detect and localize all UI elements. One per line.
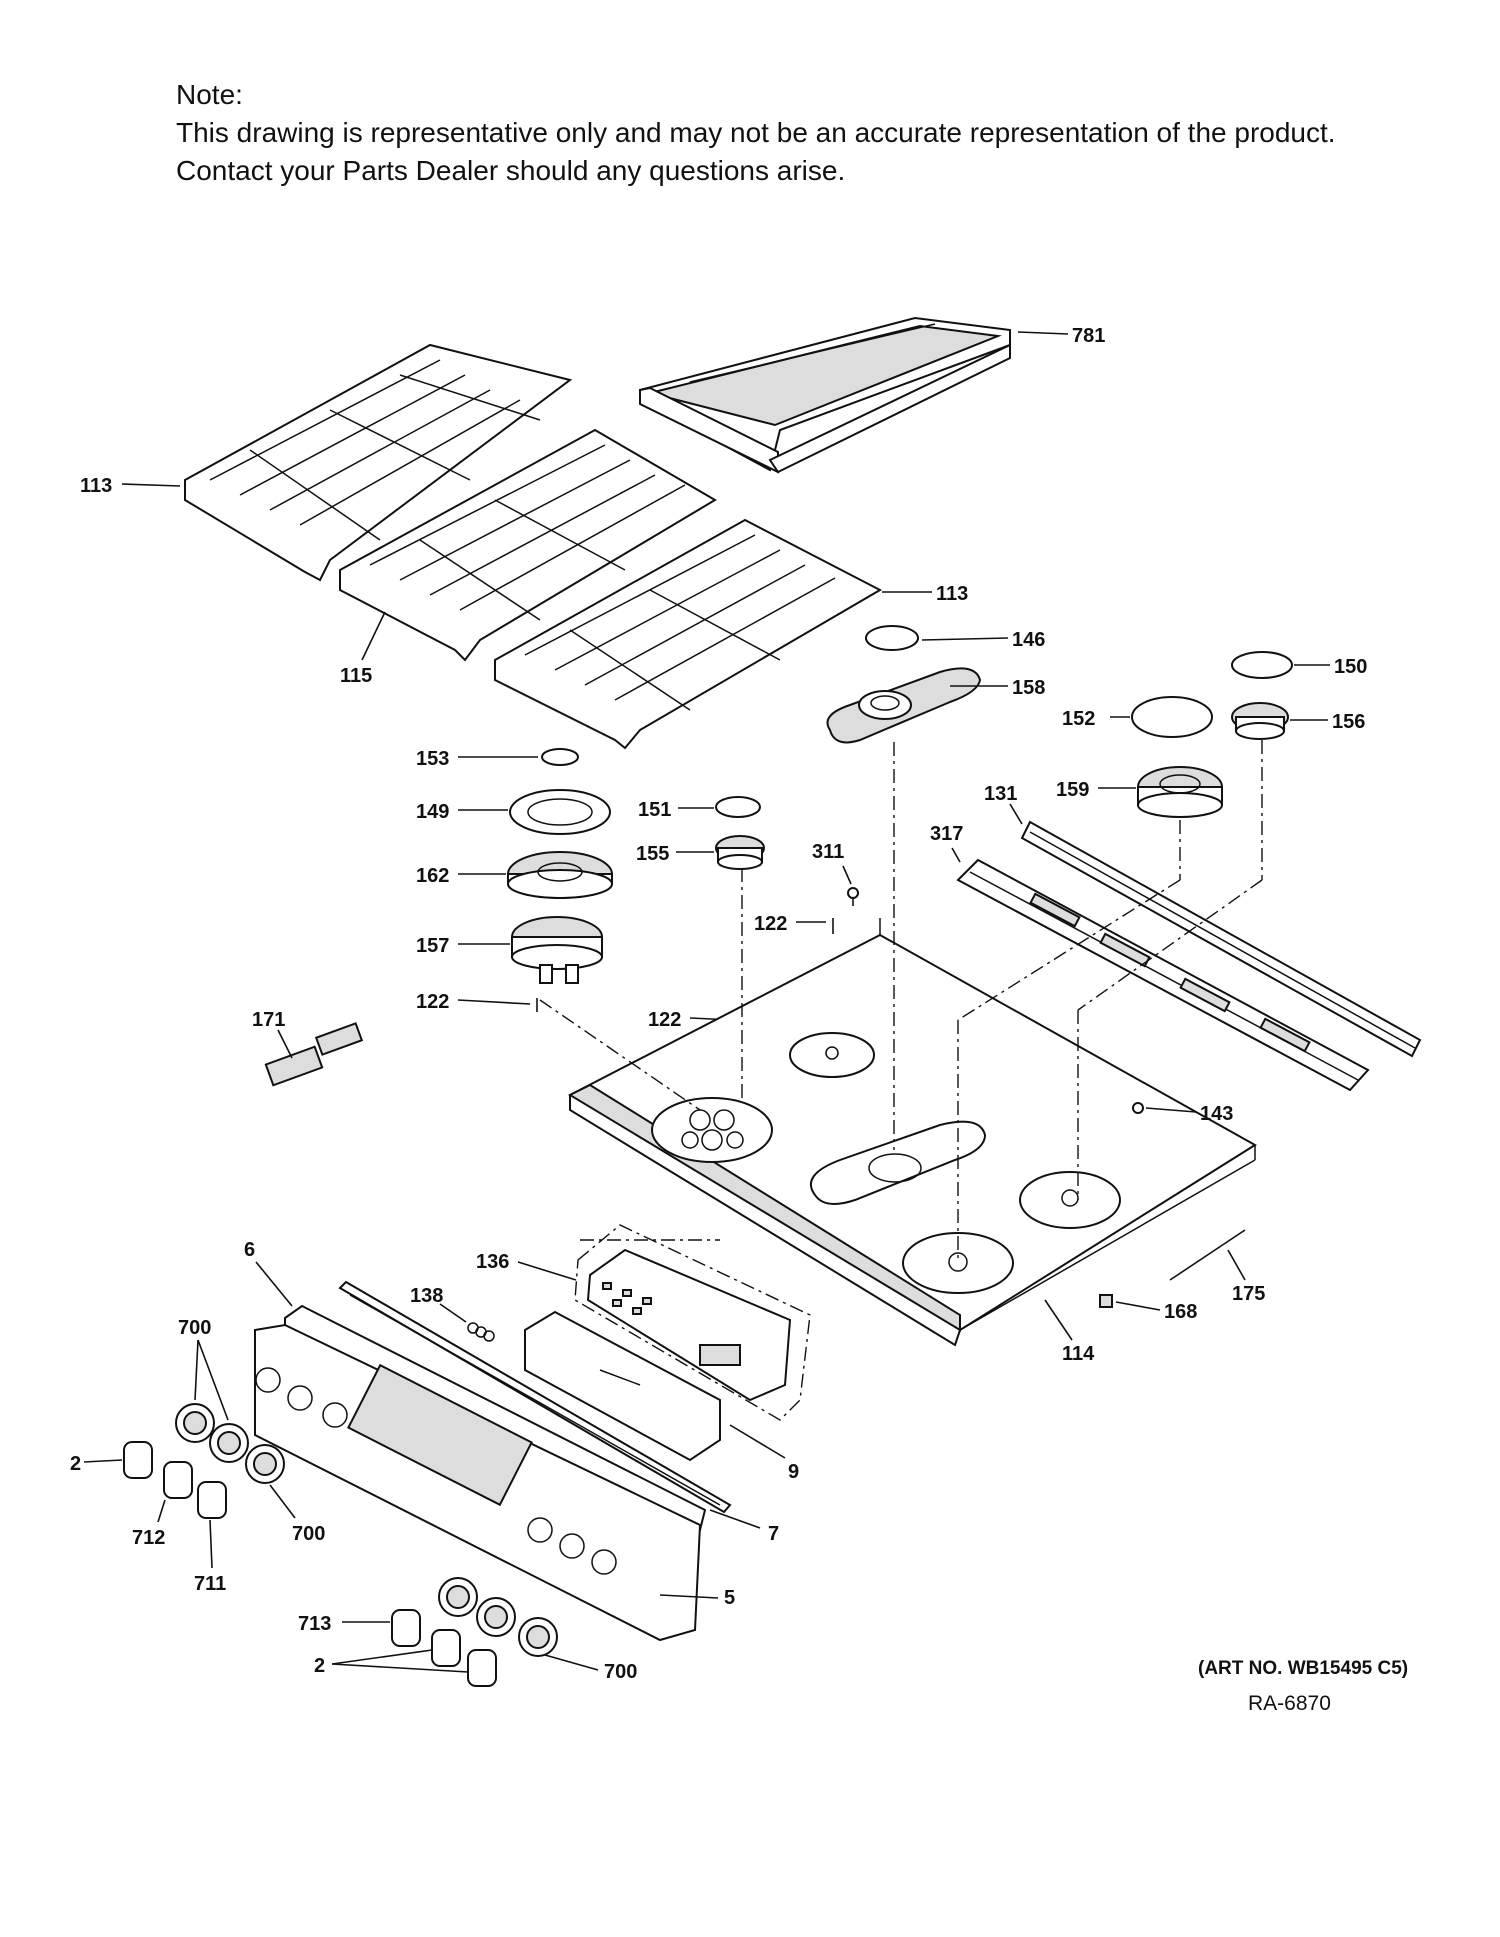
label-153: 153 bbox=[416, 748, 449, 770]
clip-168 bbox=[1099, 1294, 1113, 1308]
label-122-b: 122 bbox=[648, 1009, 681, 1031]
label-7: 7 bbox=[768, 1523, 779, 1545]
burner-cap-151 bbox=[715, 796, 761, 818]
oval-burner-158 bbox=[826, 667, 982, 744]
bracket-9 bbox=[524, 1310, 721, 1462]
grate-113-right bbox=[494, 518, 883, 750]
label-6: 6 bbox=[244, 1239, 255, 1261]
burner-head-155 bbox=[715, 835, 765, 870]
burner-cap-150 bbox=[1231, 651, 1293, 679]
label-2-b: 2 bbox=[314, 1655, 325, 1677]
oval-burner-cap-146 bbox=[865, 625, 919, 651]
label-317: 317 bbox=[930, 823, 963, 845]
burner-cap-152 bbox=[1131, 696, 1213, 738]
trim-rail-317 bbox=[956, 858, 1370, 1092]
art-number: (ART NO. WB15495 C5) bbox=[1198, 1658, 1408, 1679]
cooktop-114 bbox=[567, 918, 1257, 1347]
label-149: 149 bbox=[416, 801, 449, 823]
disclaimer-note: Note: This drawing is representative onl… bbox=[176, 76, 1336, 190]
label-159: 159 bbox=[1056, 779, 1089, 801]
label-155: 155 bbox=[636, 843, 669, 865]
knobs-upper bbox=[123, 1441, 227, 1519]
label-175: 175 bbox=[1232, 1283, 1265, 1305]
rod-175 bbox=[1169, 1229, 1246, 1281]
label-2-a: 2 bbox=[70, 1453, 81, 1475]
label-157: 157 bbox=[416, 935, 449, 957]
label-156: 156 bbox=[1332, 711, 1365, 733]
label-138: 138 bbox=[410, 1285, 443, 1307]
label-171: 171 bbox=[252, 1009, 285, 1031]
label-700-a: 700 bbox=[178, 1317, 211, 1339]
burner-base-157 bbox=[511, 916, 603, 984]
label-712: 712 bbox=[132, 1527, 165, 1549]
knobs-lower bbox=[391, 1609, 497, 1687]
label-113-left: 113 bbox=[80, 475, 112, 497]
label-131: 131 bbox=[984, 783, 1017, 805]
trim-strip-7 bbox=[338, 1280, 732, 1514]
label-700-b: 700 bbox=[292, 1523, 325, 1545]
label-781: 781 bbox=[1072, 325, 1105, 347]
burner-head-156 bbox=[1231, 702, 1289, 740]
label-711: 711 bbox=[194, 1573, 226, 1595]
label-136: 136 bbox=[476, 1251, 509, 1273]
label-150: 150 bbox=[1334, 656, 1367, 678]
label-5: 5 bbox=[724, 1587, 735, 1609]
note-heading: Note: bbox=[176, 79, 243, 110]
burner-head-159 bbox=[1137, 766, 1223, 818]
ra-number: RA-6870 bbox=[1248, 1692, 1331, 1715]
label-122-c: 122 bbox=[416, 991, 449, 1013]
label-168: 168 bbox=[1164, 1301, 1197, 1323]
trim-rail-131 bbox=[1020, 820, 1422, 1058]
spring-138 bbox=[467, 1322, 495, 1342]
label-700-c: 700 bbox=[604, 1661, 637, 1683]
knob-bezels-700-upper bbox=[175, 1403, 285, 1484]
label-162: 162 bbox=[416, 865, 449, 887]
note-line-1: This drawing is representative only and … bbox=[176, 117, 1336, 148]
label-152: 152 bbox=[1062, 708, 1095, 730]
label-158: 158 bbox=[1012, 677, 1045, 699]
label-311: 311 bbox=[812, 841, 844, 863]
label-143: 143 bbox=[1200, 1103, 1233, 1125]
knob-bezels-700-lower bbox=[438, 1577, 558, 1657]
label-114: 114 bbox=[1062, 1343, 1095, 1365]
backguard-5 bbox=[254, 1323, 702, 1642]
griddle-781 bbox=[639, 316, 1011, 474]
label-151: 151 bbox=[638, 799, 671, 821]
burner-ring-149 bbox=[509, 789, 611, 835]
label-115: 115 bbox=[340, 665, 372, 687]
label-113-right: 113 bbox=[936, 583, 968, 605]
label-9: 9 bbox=[788, 1461, 799, 1483]
label-122-a: 122 bbox=[754, 913, 787, 935]
control-board-136 bbox=[574, 1224, 811, 1421]
assembly-lines bbox=[539, 740, 1263, 1262]
label-713: 713 bbox=[298, 1613, 331, 1635]
label-146: 146 bbox=[1012, 629, 1045, 651]
note-line-2: Contact your Parts Dealer should any que… bbox=[176, 155, 846, 186]
grate-113-left bbox=[184, 343, 573, 582]
grate-115-middle bbox=[339, 428, 717, 662]
burner-cap-153 bbox=[541, 748, 579, 766]
screw-311 bbox=[847, 887, 859, 906]
screw-143 bbox=[1132, 1102, 1144, 1114]
burner-head-162 bbox=[507, 851, 613, 899]
